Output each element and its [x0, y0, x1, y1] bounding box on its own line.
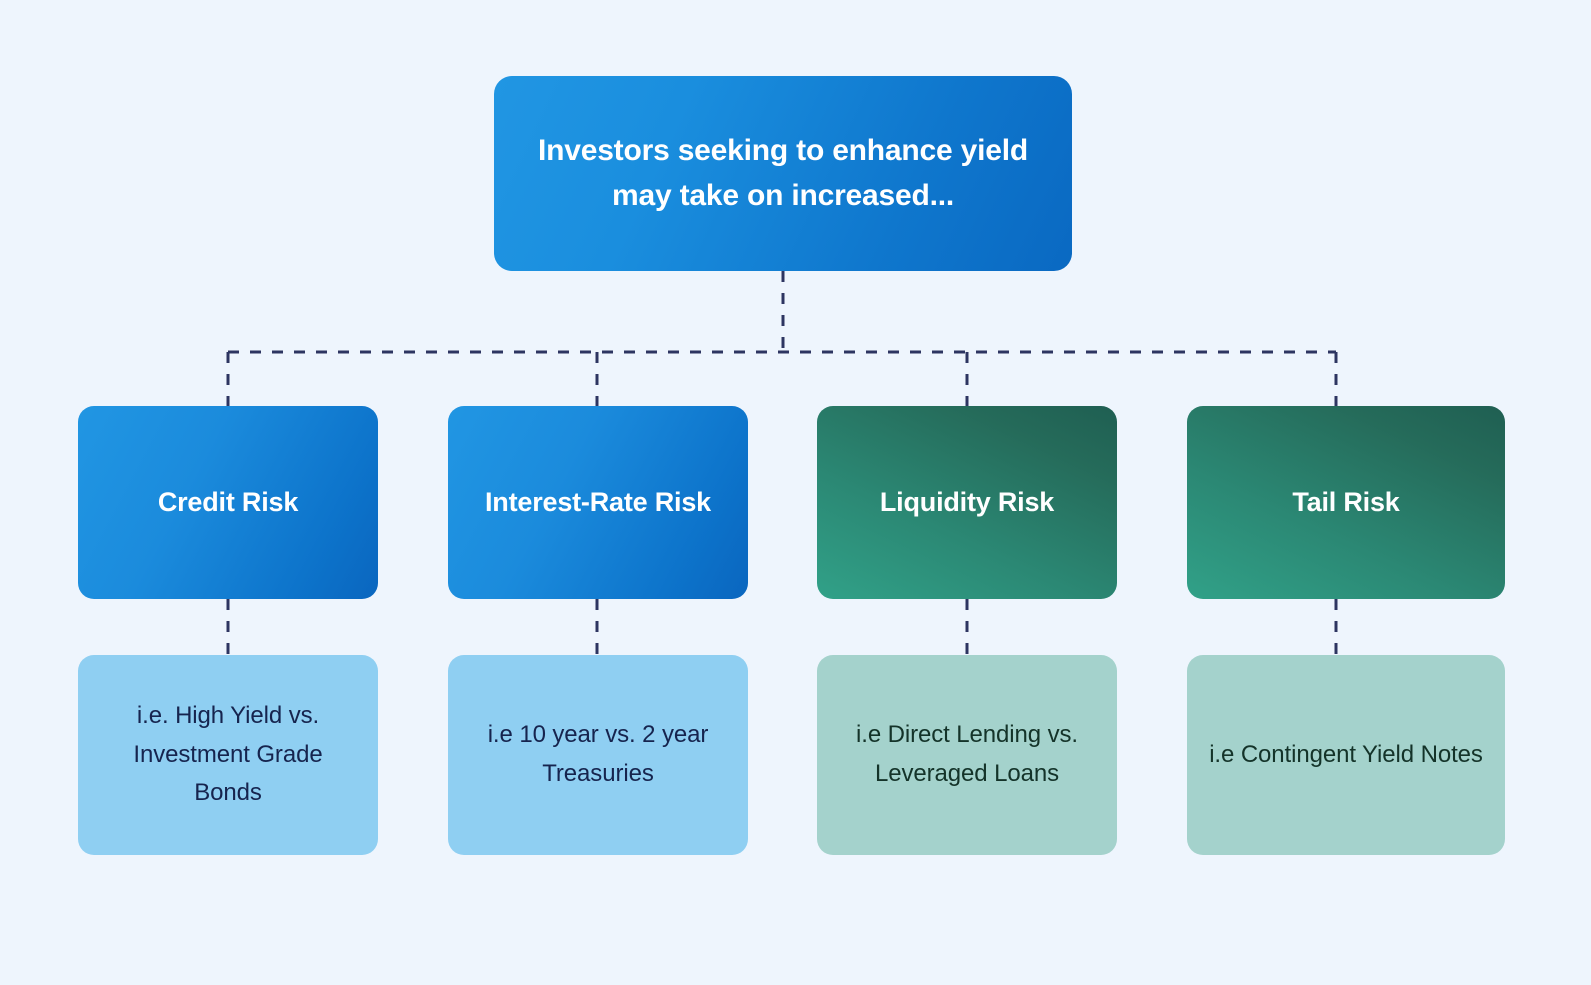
category-node-label: Liquidity Risk — [879, 486, 1055, 517]
example-node-liquidity-risk[interactable]: i.e Direct Lending vs. Leveraged Loans — [817, 655, 1117, 855]
example-node-label: i.e Direct Lending vs. Leveraged Loans — [856, 721, 1078, 787]
root-node[interactable]: Investors seeking to enhance yield may t… — [494, 76, 1072, 271]
example-node-tail-risk[interactable]: i.e Contingent Yield Notes — [1187, 655, 1505, 855]
example-node-label: i.e Contingent Yield Notes — [1209, 740, 1483, 768]
example-node-label: i.e 10 year vs. 2 year Treasuries — [487, 721, 709, 787]
category-node-credit-risk[interactable]: Credit Risk — [78, 406, 378, 599]
example-node-interest-rate-risk[interactable]: i.e 10 year vs. 2 year Treasuries — [448, 655, 748, 855]
category-node-interest-rate-risk[interactable]: Interest-Rate Risk — [448, 406, 748, 599]
category-node-label: Tail Risk — [1292, 486, 1400, 517]
category-node-label: Credit Risk — [157, 486, 299, 517]
example-node-label: i.e. High Yield vs. Investment Grade Bon… — [133, 701, 323, 807]
category-node-label: Interest-Rate Risk — [485, 486, 711, 517]
category-node-tail-risk[interactable]: Tail Risk — [1187, 406, 1505, 599]
category-node-liquidity-risk[interactable]: Liquidity Risk — [817, 406, 1117, 599]
example-node-credit-risk[interactable]: i.e. High Yield vs. Investment Grade Bon… — [78, 655, 378, 855]
root-node-label: Investors seeking to enhance yield may t… — [537, 134, 1029, 212]
